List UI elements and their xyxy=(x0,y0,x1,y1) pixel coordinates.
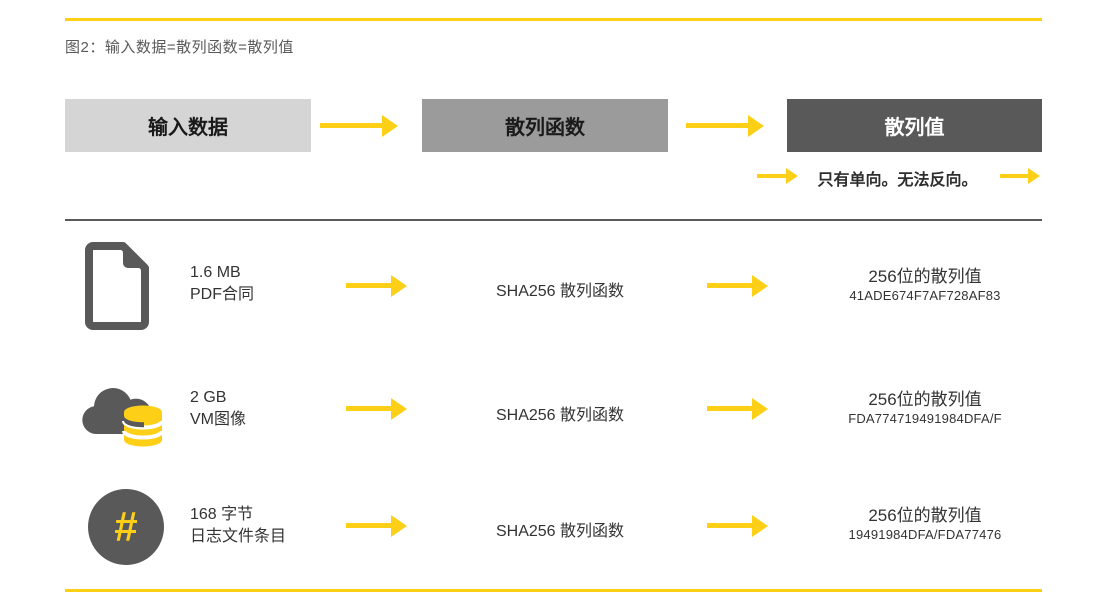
arrow-right-icon xyxy=(707,523,752,528)
hash-result-value: FDA774719491984DFA/F xyxy=(848,411,1002,426)
arrow-right-icon xyxy=(707,406,752,411)
bottom-divider xyxy=(65,589,1042,592)
header-box-value: 散列值 xyxy=(787,99,1042,152)
input-item-desc: VM图像 xyxy=(190,411,247,428)
header-box-input: 输入数据 xyxy=(65,99,311,152)
hash-result-title: 256位的散列值 xyxy=(868,267,982,286)
hash-result: 256位的散列值 FDA774719491984DFA/F xyxy=(795,389,1055,427)
section-divider xyxy=(65,219,1042,221)
input-item-label: 1.6 MB PDF合同 xyxy=(190,262,370,306)
hash-result: 256位的散列值 41ADE674F7AF728AF83 xyxy=(795,266,1055,304)
header-box-function-label: 散列函数 xyxy=(505,117,585,139)
pdf-document-icon xyxy=(85,242,149,330)
hash-circle-icon: # xyxy=(88,489,164,565)
hash-function-label: SHA256 散列函数 xyxy=(495,283,625,300)
arrow-right-icon xyxy=(320,123,382,128)
header-box-input-label: 输入数据 xyxy=(148,117,228,139)
arrow-right-icon xyxy=(686,123,748,128)
arrow-right-icon xyxy=(707,283,752,288)
arrow-right-icon xyxy=(757,174,786,178)
input-item-size: 2 GB xyxy=(190,389,227,406)
arrow-right-icon xyxy=(1000,174,1028,178)
header-box-function: 散列函数 xyxy=(422,99,668,152)
one-way-note: 只有单向。无法反向。 xyxy=(817,172,978,189)
arrow-right-icon xyxy=(346,523,391,528)
figure-title: 图2：输入数据=散列函数=散列值 xyxy=(65,39,294,56)
cloud-database-icon xyxy=(82,388,164,447)
hash-result-value: 41ADE674F7AF728AF83 xyxy=(849,288,1001,303)
header-box-value-label: 散列值 xyxy=(884,117,945,139)
top-divider xyxy=(65,18,1042,21)
hash-result: 256位的散列值 19491984DFA/FDA77476 xyxy=(795,505,1055,543)
database-cylinder xyxy=(122,405,164,447)
hash-glyph: # xyxy=(114,503,138,550)
arrow-right-icon xyxy=(346,283,391,288)
input-item-desc: 日志文件条目 xyxy=(190,528,287,545)
input-item-size: 1.6 MB xyxy=(190,264,241,281)
hash-result-title: 256位的散列值 xyxy=(868,390,982,409)
arrow-right-icon xyxy=(346,406,391,411)
input-item-desc: PDF合同 xyxy=(190,286,255,303)
hash-result-title: 256位的散列值 xyxy=(868,506,982,525)
input-item-size: 168 字节 xyxy=(190,506,254,523)
hash-function-label: SHA256 散列函数 xyxy=(495,523,625,540)
hash-function-label: SHA256 散列函数 xyxy=(495,407,625,424)
input-item-label: 2 GB VM图像 xyxy=(190,387,370,431)
input-item-label: 168 字节 日志文件条目 xyxy=(190,504,370,548)
hash-result-value: 19491984DFA/FDA77476 xyxy=(848,527,1002,542)
